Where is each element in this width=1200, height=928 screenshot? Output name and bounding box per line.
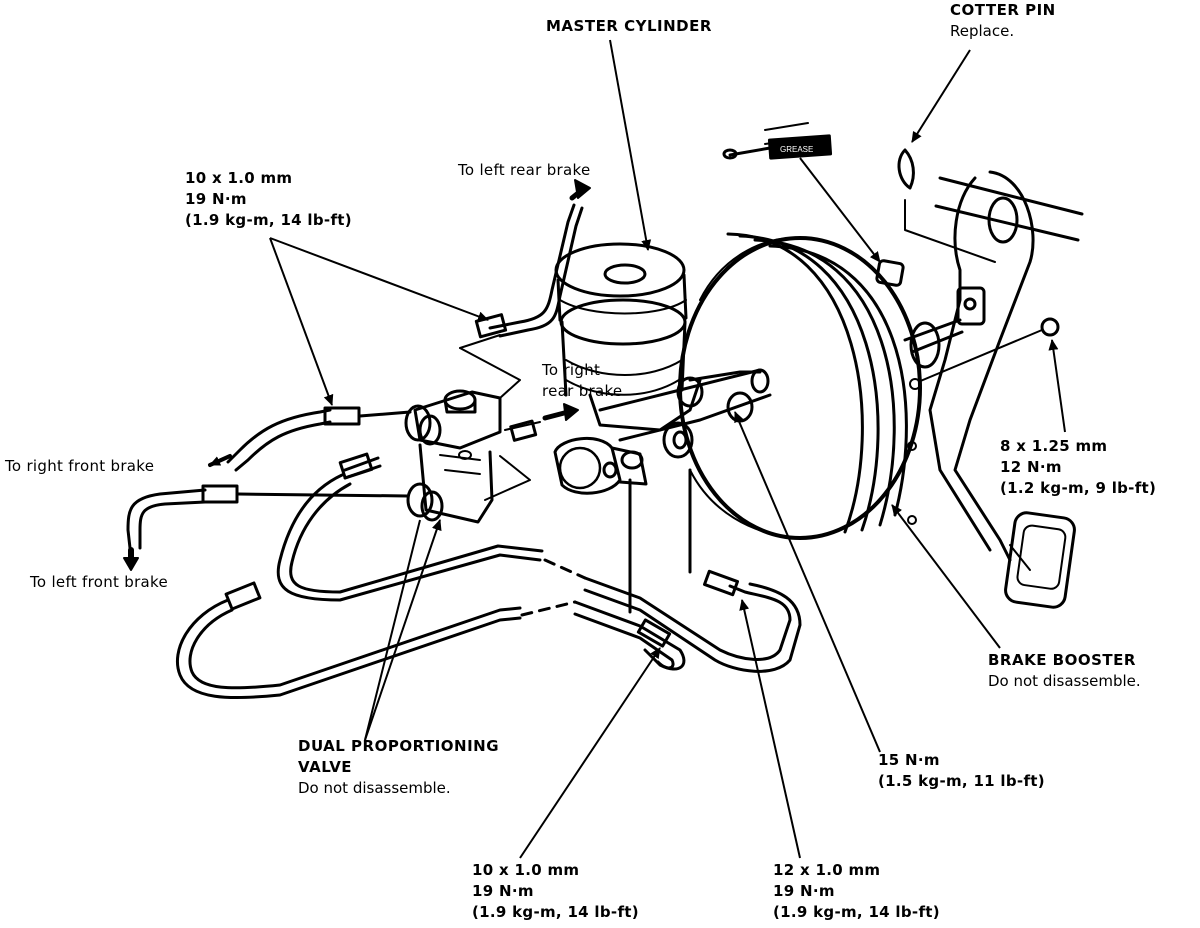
label-fitting-bottom-right: 12 x 1.0 mm 19 N·m (1.9 kg-m, 14 lb-ft): [773, 861, 940, 921]
label-fitting-bottom-left: 10 x 1.0 mm 19 N·m (1.9 kg-m, 14 lb-ft): [472, 861, 639, 921]
label-fitting-top-left: 10 x 1.0 mm 19 N·m (1.9 kg-m, 14 lb-ft): [185, 169, 352, 229]
label-left-front-brake: To left front brake: [30, 573, 169, 591]
leader-bolt-to-clevis: [917, 329, 1043, 383]
leader-fitting-top-rear: [269, 237, 489, 322]
leader-cotter-pin: [911, 49, 971, 143]
label-brake-booster: BRAKE BOOSTER Do not disassemble.: [988, 651, 1141, 690]
leader-prop-valve-1: [364, 519, 442, 741]
label-right-front-brake: To right front brake: [5, 457, 155, 475]
leader-grease: [799, 157, 881, 263]
leader-master-cylinder: [609, 39, 652, 251]
proportioning-valve-drawing: [404, 389, 502, 524]
label-bolt-right: 8 x 1.25 mm 12 N·m (1.2 kg-m, 9 lb-ft): [1000, 437, 1157, 497]
master-cylinder-drawing: [553, 242, 772, 495]
label-15nm: 15 N·m (1.5 kg-m, 11 lb-ft): [878, 751, 1045, 790]
leader-bolt-right: [1048, 339, 1066, 433]
brake-booster-drawing: [678, 232, 964, 540]
leader-brake-booster: [891, 504, 1001, 649]
label-cotter-pin: COTTER PIN Replace.: [950, 1, 1056, 40]
leader-prop-valve-2: [364, 519, 421, 741]
brake-pedal-drawing: [928, 170, 1084, 609]
leader-fitting-bottom-left: [519, 647, 661, 859]
label-left-rear-brake: To left rear brake: [458, 161, 591, 179]
brake-lines-drawing: [126, 203, 802, 700]
grease-tag: GREASE: [780, 145, 813, 154]
leader-fitting-bottom-right: [739, 599, 801, 859]
label-right-rear-brake: To right rear brake: [542, 361, 623, 400]
label-proportioning-valve: DUAL PROPORTIONING VALVE Do not disassem…: [298, 737, 500, 797]
leader-15nm: [734, 411, 881, 753]
leader-fitting-top-front: [269, 237, 334, 406]
label-master-cylinder: MASTER CYLINDER: [546, 17, 712, 35]
